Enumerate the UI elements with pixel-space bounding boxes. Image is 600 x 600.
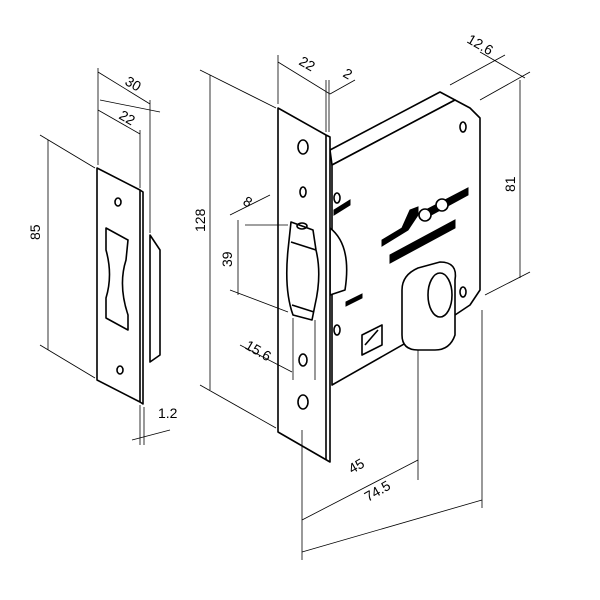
strike-inner-width-label: 22 xyxy=(117,107,139,129)
faceplate-width-label: 22 xyxy=(297,53,319,75)
strike-height-label: 85 xyxy=(27,224,43,240)
faceplate-thickness-label: 2 xyxy=(341,65,356,83)
backset-label: 45 xyxy=(346,455,368,477)
strike-plate xyxy=(96,167,161,405)
lock-dimensions xyxy=(199,51,531,560)
lock-body xyxy=(329,91,481,386)
strike-dimensions xyxy=(39,68,171,445)
body-depth-label: 74.5 xyxy=(362,477,394,505)
strike-thickness-label: 1.2 xyxy=(158,405,178,421)
faceplate xyxy=(277,107,331,463)
body-height-label: 81 xyxy=(502,176,518,192)
latch-height-label: 39 xyxy=(219,251,235,267)
latch-offset-label: 8 xyxy=(241,193,256,211)
body-thickness-label: 12.6 xyxy=(465,31,497,59)
strike-outer-width-label: 30 xyxy=(123,73,145,95)
faceplate-height-label: 128 xyxy=(192,208,208,232)
